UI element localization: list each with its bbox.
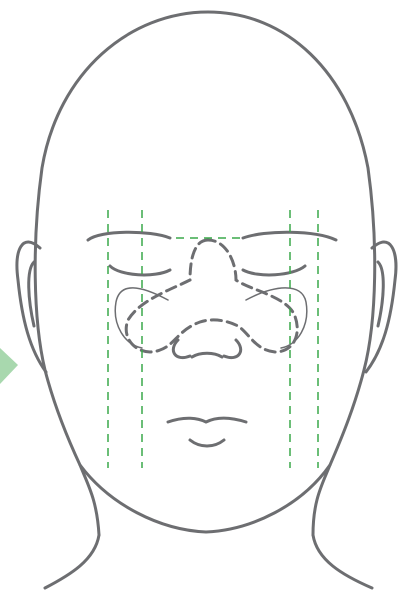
right-ear-inner	[378, 262, 383, 326]
upper-lip	[168, 418, 246, 422]
neck-right	[313, 535, 372, 588]
nose-reference-outline	[115, 288, 307, 348]
neck-left	[45, 535, 99, 588]
right-eye	[243, 266, 305, 275]
left-ear-inner	[29, 262, 34, 326]
arrow-indicator	[0, 348, 18, 384]
nose-strip-outline	[126, 240, 297, 352]
nostril-base	[173, 340, 240, 358]
left-eyebrow	[88, 232, 170, 240]
lower-lip	[190, 440, 224, 446]
head-outline	[35, 12, 375, 535]
left-eye	[110, 266, 170, 275]
jaw-outline	[80, 465, 330, 532]
